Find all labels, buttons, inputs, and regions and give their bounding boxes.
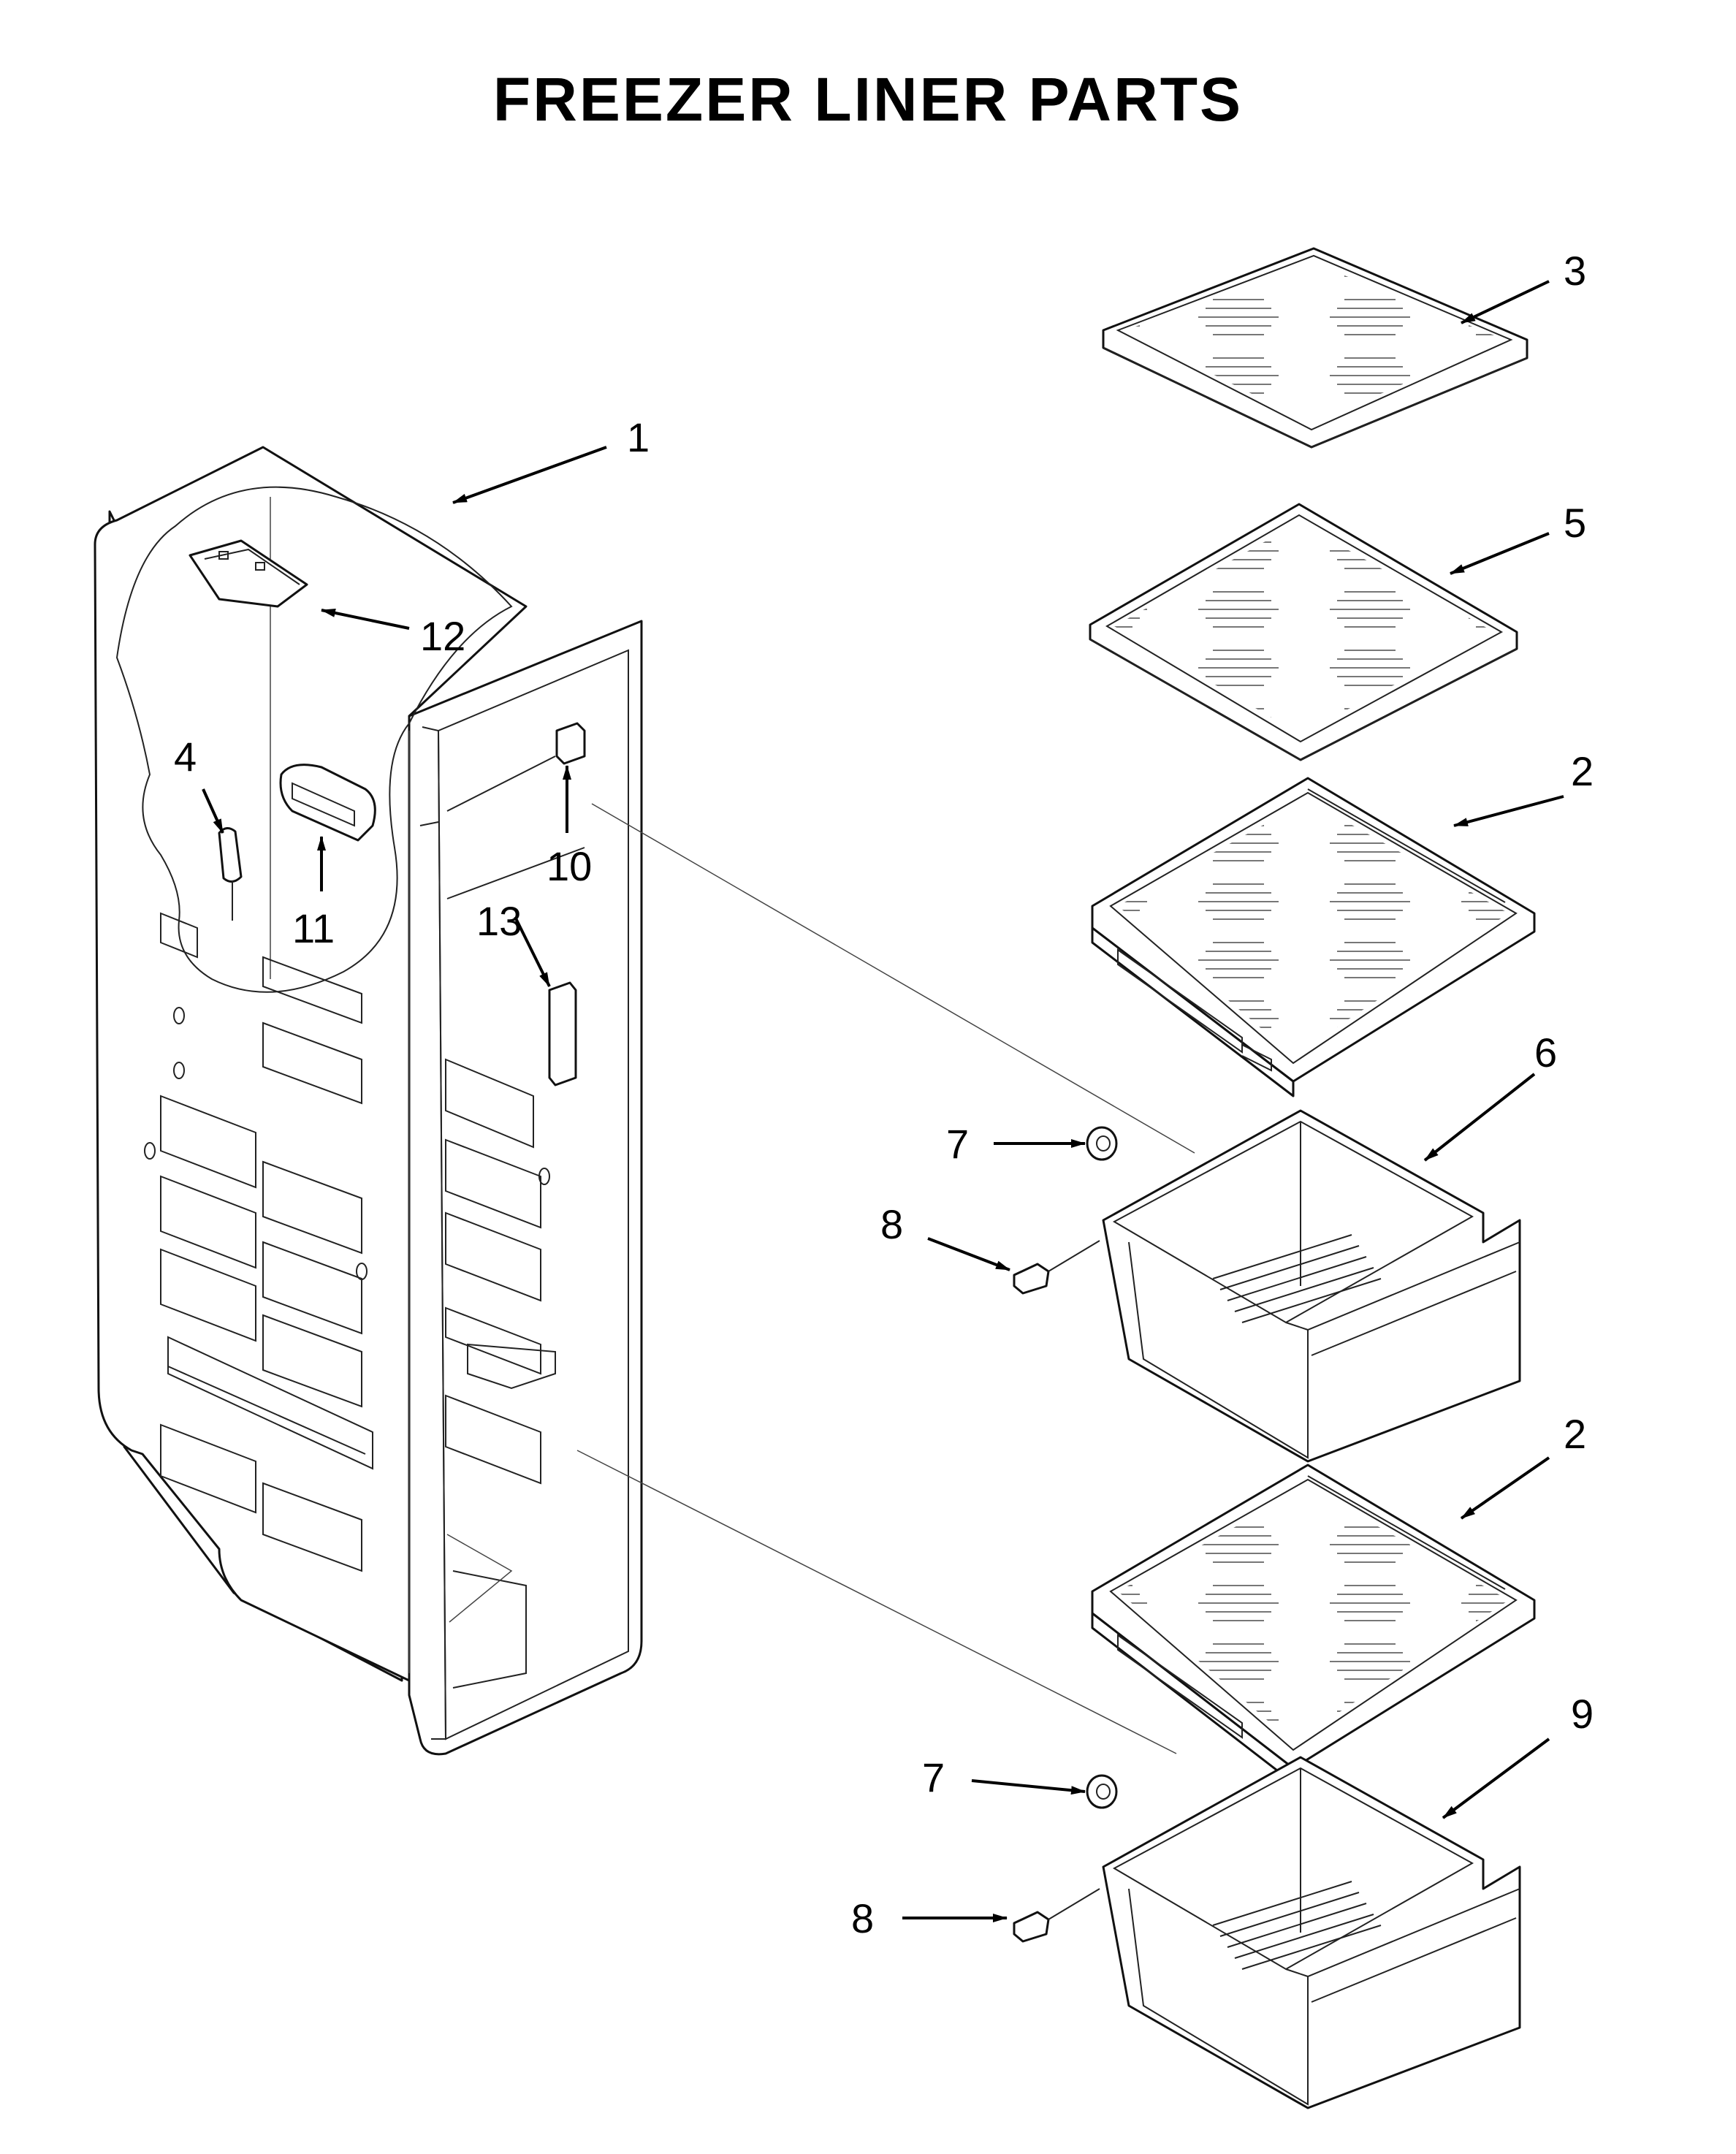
- callout-3: 3: [1564, 248, 1586, 294]
- glass-shelf-part-3: [1102, 247, 1528, 449]
- callout-4: 4: [174, 734, 197, 780]
- framed-shelf-part-2-upper: [1091, 777, 1536, 1097]
- callout-7-upper: 7: [946, 1121, 969, 1167]
- leader-arrows: [202, 280, 1564, 1922]
- callout-9: 9: [1571, 1691, 1594, 1737]
- control-board-part-12: [189, 539, 308, 608]
- roller-part-7-upper: [1086, 1126, 1118, 1161]
- drawer-part-9: [1102, 1756, 1521, 2109]
- switch-part-10: [555, 722, 586, 765]
- housing-part-11: [279, 764, 376, 842]
- pin-part-8-upper: [1013, 1240, 1100, 1295]
- framed-shelf-part-2-lower: [1091, 1464, 1536, 1784]
- roller-part-7-lower: [1086, 1774, 1118, 1809]
- page-title: FREEZER LINER PARTS: [492, 65, 1244, 134]
- thermistor-part-4: [218, 827, 243, 921]
- callout-8-upper: 8: [880, 1201, 903, 1247]
- callout-10: 10: [547, 843, 592, 889]
- callout-11: 11: [292, 905, 335, 951]
- bracket-part-13: [548, 981, 577, 1086]
- callout-5: 5: [1564, 500, 1586, 546]
- wall-panels: [144, 912, 373, 1572]
- callout-7-lower: 7: [922, 1754, 945, 1800]
- callout-13: 13: [476, 898, 522, 944]
- callout-12: 12: [420, 613, 465, 659]
- callout-8-lower: 8: [851, 1895, 874, 1941]
- callout-2-upper: 2: [1571, 748, 1594, 794]
- callout-2-lower: 2: [1564, 1411, 1586, 1457]
- callout-1: 1: [627, 414, 650, 460]
- glass-shelf-part-5: [1089, 503, 1518, 761]
- freezer-liner: [94, 446, 643, 1756]
- pin-part-8-lower: [1013, 1888, 1100, 1943]
- drawer-part-6: [1102, 1109, 1521, 1463]
- callout-6: 6: [1534, 1030, 1557, 1076]
